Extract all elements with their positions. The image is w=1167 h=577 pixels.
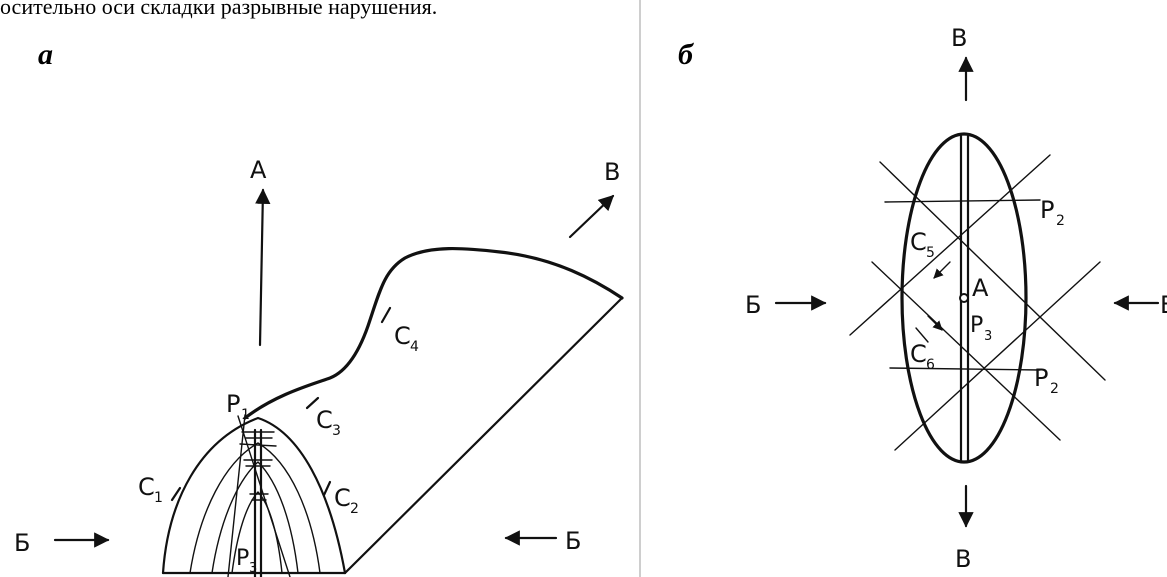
label-c5-sub: 5 xyxy=(926,245,935,261)
label-p1: P xyxy=(226,390,240,418)
fault-p2-top-line xyxy=(885,200,1040,202)
arrow-b-diagonal xyxy=(570,196,613,237)
label-c2-sub: 2 xyxy=(350,501,359,517)
label-c4-sub: 4 xyxy=(410,339,419,355)
label-p3: P xyxy=(236,546,249,571)
fault-p2-bottom-line xyxy=(890,368,1040,370)
arrow-a-label: А xyxy=(250,156,267,184)
crest-hatch-2 xyxy=(244,460,272,466)
center-point xyxy=(960,294,968,302)
slip-arrow-c5 xyxy=(934,262,950,278)
arrow-b-left-panel-b-label: Б xyxy=(745,291,761,319)
label-c6: C xyxy=(910,340,927,368)
fold-top-surface xyxy=(245,249,622,418)
label-p3-panel-b: P xyxy=(970,313,983,338)
arrow-b-right-panel-b-label: Б xyxy=(1160,291,1167,319)
label-p3-panel-b-sub: 3 xyxy=(984,329,992,344)
arrow-b-right-label: Б xyxy=(565,527,581,555)
arrow-a-up xyxy=(260,190,263,345)
label-c1: C xyxy=(138,473,155,501)
panel-a-diagram: А В Б Б xyxy=(14,156,622,577)
arrow-b-bottom-label: В xyxy=(955,545,971,573)
panel-b-diagram: В В Б Б xyxy=(745,24,1167,573)
label-c1-sub: 1 xyxy=(154,490,163,506)
label-p1-sub: 1 xyxy=(241,407,250,423)
label-c2: C xyxy=(334,484,351,512)
arrow-b-diagonal-label: В xyxy=(604,158,620,186)
label-center-a: A xyxy=(972,274,989,302)
label-p2-top-sub: 2 xyxy=(1056,213,1065,229)
slip-arrow-c6-a xyxy=(928,316,942,330)
tick-c4 xyxy=(382,308,390,322)
label-p2-bottom-sub: 2 xyxy=(1050,381,1059,397)
shear-line-3 xyxy=(872,262,1060,440)
label-c4: C xyxy=(394,322,411,350)
label-c3: C xyxy=(316,406,333,434)
label-p3-sub: 3 xyxy=(249,561,257,576)
shear-line-1 xyxy=(850,155,1050,335)
arrow-b-top-label: В xyxy=(951,24,967,52)
label-c5: C xyxy=(910,228,927,256)
tick-c2 xyxy=(324,482,330,495)
label-c6-sub: 6 xyxy=(926,357,935,373)
label-p2-bottom: P xyxy=(1034,364,1048,392)
label-p2-top: P xyxy=(1040,196,1054,224)
arrow-b-left-label: Б xyxy=(14,529,30,557)
label-c3-sub: 3 xyxy=(332,423,341,439)
